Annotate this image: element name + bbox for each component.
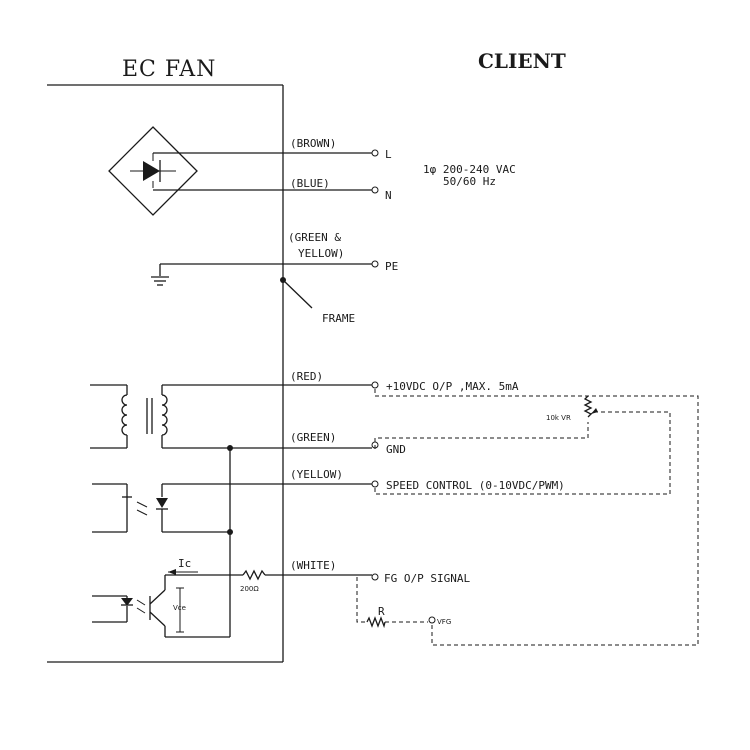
transformer-icon (90, 384, 168, 449)
potentiometer-icon: 10k VR (546, 395, 598, 422)
vce-label: Vce (173, 604, 186, 612)
client-dashed-circuit (356, 389, 699, 646)
green-yellow-label-1: (GREEN & (288, 231, 341, 244)
ec-fan-enclosure (47, 84, 284, 663)
red-label: (RED) (290, 370, 323, 383)
resistor-200-label: 200Ω (240, 585, 259, 593)
vfg-terminal (428, 616, 436, 624)
supply-voltage: 1φ 200-240 VAC (423, 163, 516, 176)
brown-label: (BROWN) (290, 137, 336, 150)
pe-terminal-label: PE (385, 260, 398, 273)
client-header: CLIENT (478, 49, 566, 73)
pe-terminal (371, 260, 379, 268)
frame-pointer (282, 279, 313, 309)
green-label: (GREEN) (290, 431, 336, 444)
ic-label: Ic (178, 557, 191, 570)
v10-terminal-label: +10VDC O/P ,MAX. 5mA (386, 380, 519, 393)
pullup-resistor-label: R (378, 605, 385, 618)
fg-optocoupler-icon (92, 575, 231, 638)
speed-terminal (371, 480, 379, 488)
fg-terminal-label: FG O/P SIGNAL (384, 572, 470, 585)
frame-label: FRAME (322, 312, 355, 325)
vce-indicator: Vce (173, 587, 186, 633)
n-terminal (371, 186, 379, 194)
ground-icon (151, 264, 169, 286)
ic-current-arrow: Ic (168, 557, 198, 575)
n-terminal-label: N (385, 189, 392, 202)
blue-label: (BLUE) (290, 177, 330, 190)
pullup-resistor-icon (366, 616, 386, 629)
ec-fan-header: EC FAN (122, 57, 216, 82)
fg-terminal (371, 573, 379, 581)
supply-frequency: 50/60 Hz (443, 175, 496, 188)
speed-optocoupler-icon (92, 483, 230, 533)
v10-terminal (371, 381, 379, 389)
potentiometer-label: 10k VR (546, 414, 571, 422)
white-label: (WHITE) (290, 559, 336, 572)
gnd-terminal-label: GND (386, 443, 406, 456)
l-terminal-label: L (385, 148, 392, 161)
speed-terminal-label: SPEED CONTROL (0-10VDC/PWM) (386, 479, 565, 492)
l-terminal (371, 149, 379, 157)
yellow-label: (YELLOW) (290, 468, 343, 481)
bus-junction-top (227, 445, 233, 451)
bridge-rectifier-icon (108, 126, 198, 216)
resistor-200-icon (242, 569, 266, 581)
vfg-label: VFG (437, 618, 451, 626)
green-yellow-label-2: YELLOW) (298, 247, 344, 260)
